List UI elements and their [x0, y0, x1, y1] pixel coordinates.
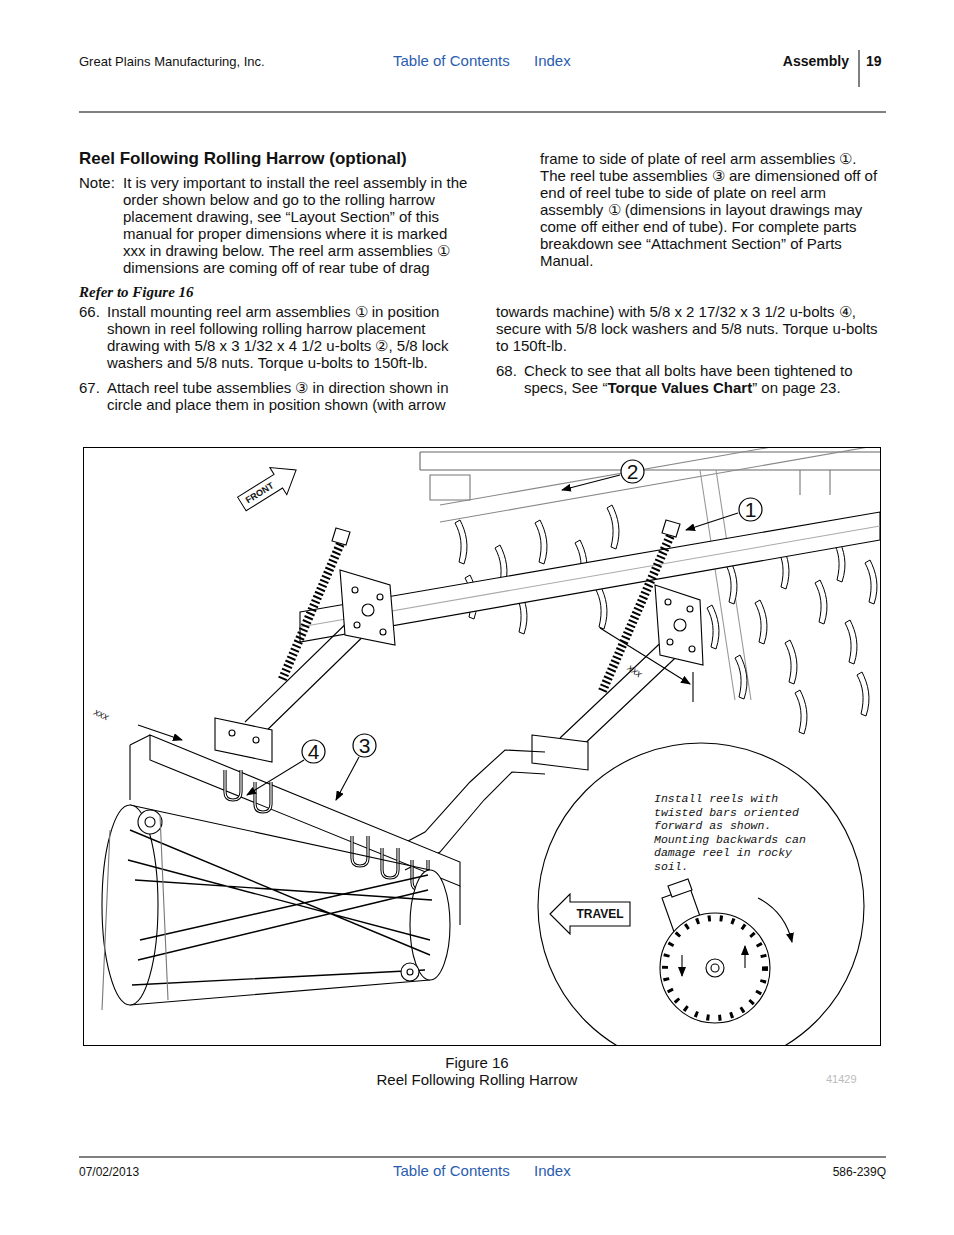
- date-block: 07/02/2013: [79, 1165, 199, 1180]
- drawing-number: 41429: [826, 1073, 857, 1085]
- node-text: 3: [352, 733, 377, 758]
- step-text-block: Check to see that all bolts have been ti…: [524, 362, 886, 396]
- callout-number: 3: [352, 733, 377, 758]
- step-text: Attach reel tube assemblies ③ in directi…: [107, 379, 449, 413]
- note-label: Note:: [79, 174, 115, 191]
- dimension-mark-block: xxx: [626, 662, 657, 688]
- callout-number: 4: [301, 739, 326, 764]
- node-outline: [537, 742, 865, 1046]
- document-number-block: 586-239Q: [776, 1165, 886, 1180]
- step-text: Install mounting reel arm assemblies ① i…: [107, 303, 449, 371]
- page-number: 19: [866, 53, 882, 69]
- note-text: frame to side of plate of reel arm assem…: [540, 150, 877, 269]
- node-text: Install reels with twisted bars oriented…: [654, 792, 806, 873]
- section-name: Assembly: [783, 53, 849, 69]
- dimension-mark: xxx: [626, 662, 645, 680]
- step-text: towards machine) with 5/8 x 2 17/32 x 3 …: [496, 303, 878, 354]
- step-number: 68.: [496, 362, 517, 379]
- step-text-block: towards machine) with 5/8 x 2 17/32 x 3 …: [496, 303, 884, 354]
- node-text: TRAVEL: [571, 902, 629, 926]
- drawing-number-block: 41429: [826, 1073, 870, 1086]
- nav-link-block: Table of Contents: [393, 52, 528, 70]
- nav-link: Table of Contents: [393, 1162, 510, 1179]
- inset-detail-circle: Install reels with twisted bars oriented…: [537, 742, 865, 1046]
- step-number-block: 68.: [496, 362, 524, 379]
- document-number: 586-239Q: [833, 1165, 886, 1179]
- node-text: 2: [620, 459, 645, 484]
- page-number-block: 19: [866, 52, 890, 70]
- step-text-block: Install mounting reel arm assemblies ① i…: [107, 303, 470, 371]
- company-name: Great Plains Manufacturing, Inc.: [79, 54, 265, 69]
- travel-arrow: TRAVEL: [549, 893, 631, 935]
- figure-caption: Reel Following Rolling Harrow: [377, 1071, 578, 1088]
- nav-link-block: Index: [534, 1162, 594, 1180]
- node-text: 1: [738, 497, 763, 522]
- chart-reference: Torque Values Chart: [607, 379, 752, 396]
- step-text: ” on page 23.: [752, 379, 840, 396]
- nav-link-block: Index: [534, 52, 594, 70]
- nav-link: Table of Contents: [393, 52, 510, 69]
- section-name-block: Assembly: [700, 52, 849, 70]
- node-text: 4: [301, 739, 326, 764]
- callout-number: 1: [738, 497, 763, 522]
- figure-reference: Refer to Figure 16: [79, 284, 194, 300]
- figure-reference-block: Refer to Figure 16: [79, 284, 339, 301]
- company-name-block: Great Plains Manufacturing, Inc.: [79, 54, 339, 70]
- step-number: 66.: [79, 303, 100, 320]
- step-number: 67.: [79, 379, 100, 396]
- note-text: It is very important to install the reel…: [123, 174, 467, 276]
- figure-caption-block: Reel Following Rolling Harrow: [330, 1071, 624, 1088]
- dimension-mark: xxx: [92, 706, 110, 722]
- step-text-block: Attach reel tube assemblies ③ in directi…: [107, 379, 470, 413]
- callout-number: 2: [620, 459, 645, 484]
- date: 07/02/2013: [79, 1165, 139, 1179]
- step-number-block: 66.: [79, 303, 107, 320]
- nav-link: Index: [534, 52, 571, 69]
- figure-caption: Figure 16: [340, 1054, 614, 1071]
- dimension-mark-block: xxx: [92, 706, 124, 729]
- step-number-block: 67.: [79, 379, 107, 396]
- note-text-block: It is very important to install the reel…: [123, 174, 470, 276]
- front-arrow: FRONT: [232, 455, 306, 519]
- nav-link-block: Table of Contents: [393, 1162, 528, 1180]
- section-heading: Reel Following Rolling Harrow (optional): [79, 149, 499, 169]
- note-label-block: Note:: [79, 174, 123, 191]
- nav-link: Index: [534, 1162, 571, 1179]
- note-text-block: frame to side of plate of reel arm assem…: [540, 150, 886, 269]
